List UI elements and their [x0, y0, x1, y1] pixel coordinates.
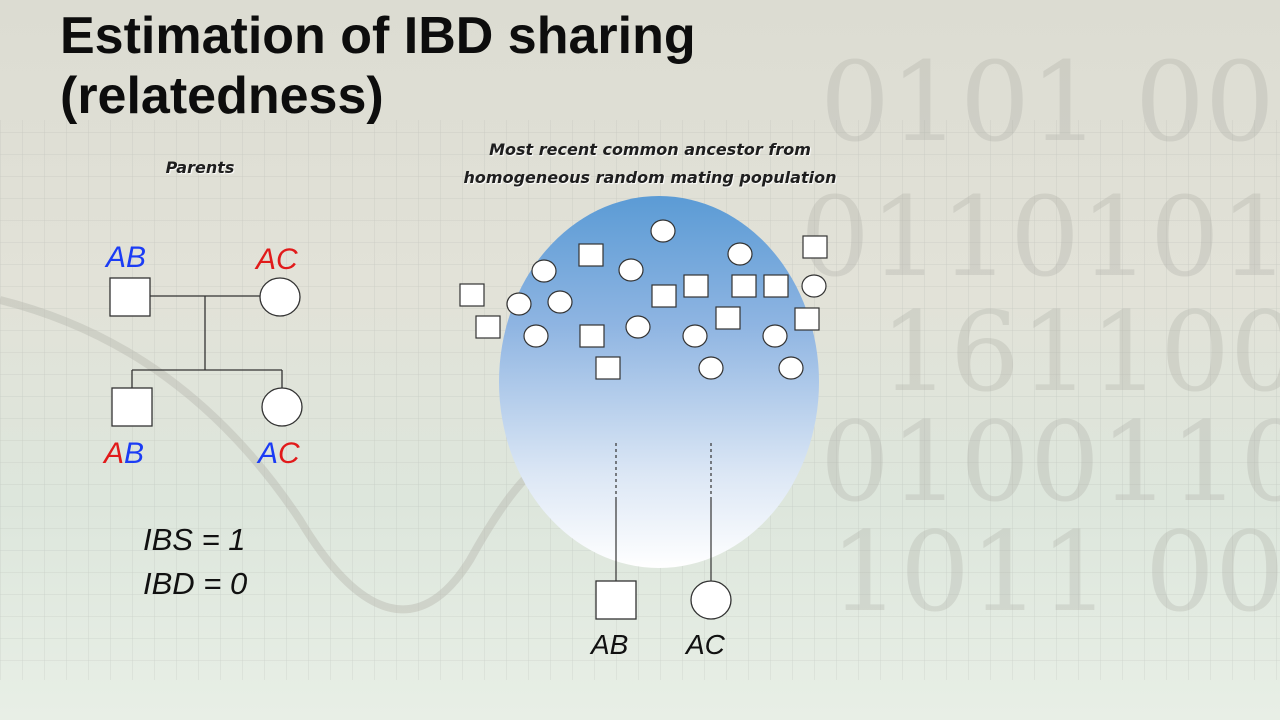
population-square — [459, 283, 485, 307]
mother-genotype: AC — [256, 244, 298, 276]
descendant-circle — [690, 580, 732, 620]
population-square — [475, 315, 501, 339]
allele-label: A — [256, 243, 277, 276]
title-line-2: (relatedness) — [60, 67, 384, 125]
population-square — [579, 324, 605, 348]
allele-label: C — [276, 243, 298, 276]
mrca-caption: Most recent common ancestor from homogen… — [420, 136, 880, 192]
daughter-circle — [261, 387, 303, 427]
allele-label: A — [106, 241, 127, 274]
population-square — [731, 274, 757, 298]
population-ellipse — [499, 196, 819, 568]
descent-lines — [615, 443, 712, 581]
population-square — [578, 243, 604, 267]
allele-label: B — [126, 241, 147, 274]
mother-circle — [259, 277, 301, 317]
population-square — [595, 356, 621, 380]
father-square — [109, 277, 151, 317]
svg-text:0110101: 0110101 — [800, 173, 1280, 301]
population-circle — [762, 324, 788, 348]
population-square — [794, 307, 820, 331]
svg-text:1011 001: 1011 001 — [830, 508, 1280, 636]
population-circle — [727, 242, 753, 266]
allele-label: A — [104, 437, 125, 470]
mrca-caption-line-1: Most recent common ancestor from — [489, 140, 811, 159]
left-pedigree — [109, 277, 303, 427]
population-circle — [650, 219, 676, 243]
descendant-right-genotype: AC — [686, 629, 725, 660]
allele-label: C — [278, 437, 300, 470]
population-circle — [625, 315, 651, 339]
population-circle — [698, 356, 724, 380]
population-square — [802, 235, 828, 259]
population-square — [683, 274, 709, 298]
daughter-genotype: AC — [258, 438, 300, 470]
population-circle — [531, 259, 557, 283]
son-genotype: AB — [104, 438, 144, 470]
mrca-caption-line-2: homogeneous random mating population — [463, 168, 837, 187]
allele-label: A — [258, 437, 279, 470]
population-square — [763, 274, 789, 298]
population-square — [651, 284, 677, 308]
ibs-value: IBS = 1 — [143, 522, 246, 557]
population-circle — [618, 258, 644, 282]
population-circle — [506, 292, 532, 316]
svg-text:01001100: 01001100 — [820, 398, 1280, 526]
population-square — [715, 306, 741, 330]
population-circle — [778, 356, 804, 380]
population-circle — [682, 324, 708, 348]
title-line-1: Estimation of IBD sharing — [60, 7, 696, 65]
slide-title: Estimation of IBD sharing (relatedness) — [60, 6, 1060, 126]
allele-label: B — [124, 437, 145, 470]
descendant-left-genotype: AB — [591, 629, 629, 660]
descendant-square — [595, 580, 637, 620]
son-square — [111, 387, 153, 427]
father-genotype: AB — [106, 242, 146, 274]
parents-label: Parents — [165, 158, 235, 177]
population-circle — [801, 274, 827, 298]
population-individuals — [459, 219, 828, 380]
svg-text:0101 002: 0101 002 — [820, 38, 1280, 166]
ibd-value: IBD = 0 — [143, 566, 248, 601]
population-circle — [547, 290, 573, 314]
population-circle — [523, 324, 549, 348]
